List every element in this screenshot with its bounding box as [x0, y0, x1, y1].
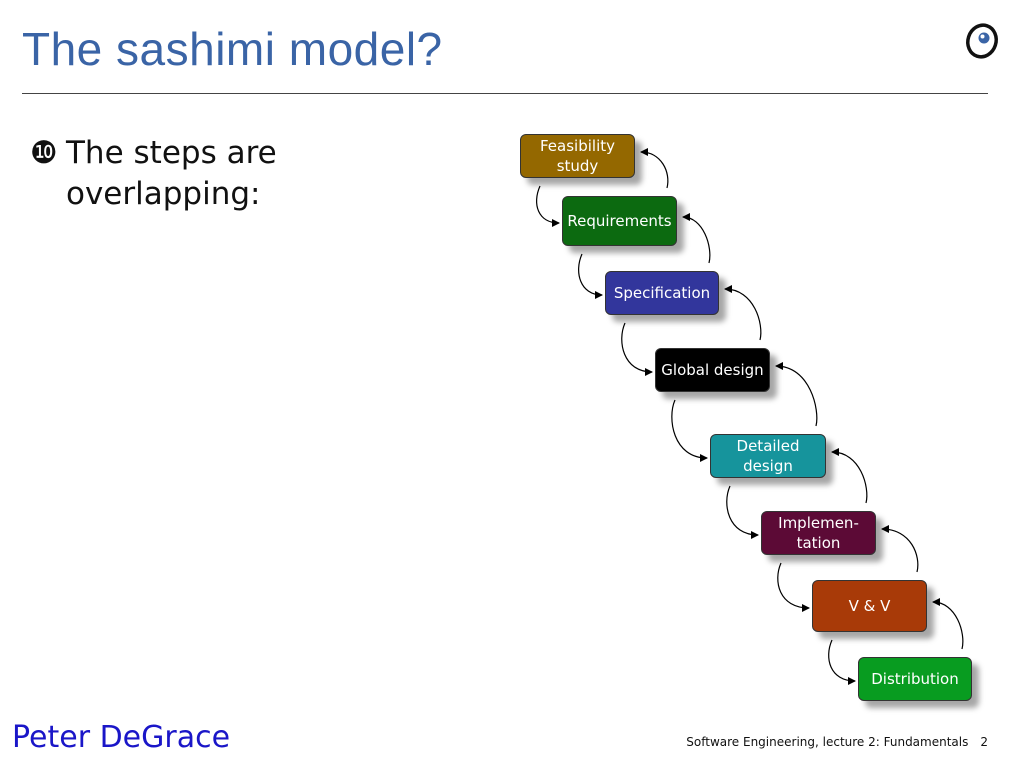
step-box-1: Feasibility study [520, 134, 635, 178]
backward-arrow-2 [682, 213, 711, 264]
forward-arrow-5 [726, 485, 759, 539]
forward-arrow-6 [777, 562, 810, 612]
bullet-mark: ❿ [30, 135, 58, 171]
step-box-6: Implemen-tation [761, 511, 876, 555]
author-name: Peter DeGrace [12, 720, 231, 755]
forward-arrow-3 [621, 322, 653, 376]
forward-arrow-4 [671, 399, 708, 462]
step-box-2: Requirements [562, 196, 677, 246]
step-box-8: Distribution [858, 657, 972, 701]
backward-arrow-7 [932, 598, 964, 650]
step-box-3: Specification [605, 271, 719, 315]
footer: Software Engineering, lecture 2: Fundame… [686, 735, 988, 749]
footer-course-text: Software Engineering, lecture 2: Fundame… [686, 735, 969, 749]
backward-arrow-1 [640, 148, 669, 189]
backward-arrow-6 [881, 525, 919, 573]
title-divider [22, 93, 988, 94]
step-box-7: V & V [812, 580, 927, 632]
page-number: 2 [980, 735, 988, 749]
slide-title: The sashimi model? [22, 23, 443, 75]
bullet-text: The steps are overlapping: [66, 135, 277, 212]
step-box-4: Global design [655, 348, 770, 392]
forward-arrow-7 [828, 639, 856, 685]
forward-arrow-2 [578, 253, 603, 299]
step-box-5: Detailed design [710, 434, 826, 478]
backward-arrow-5 [831, 448, 868, 504]
eiffel-logo-icon [966, 23, 998, 59]
backward-arrow-3 [724, 285, 762, 341]
backward-arrow-4 [775, 362, 818, 427]
forward-arrow-1 [536, 185, 560, 227]
